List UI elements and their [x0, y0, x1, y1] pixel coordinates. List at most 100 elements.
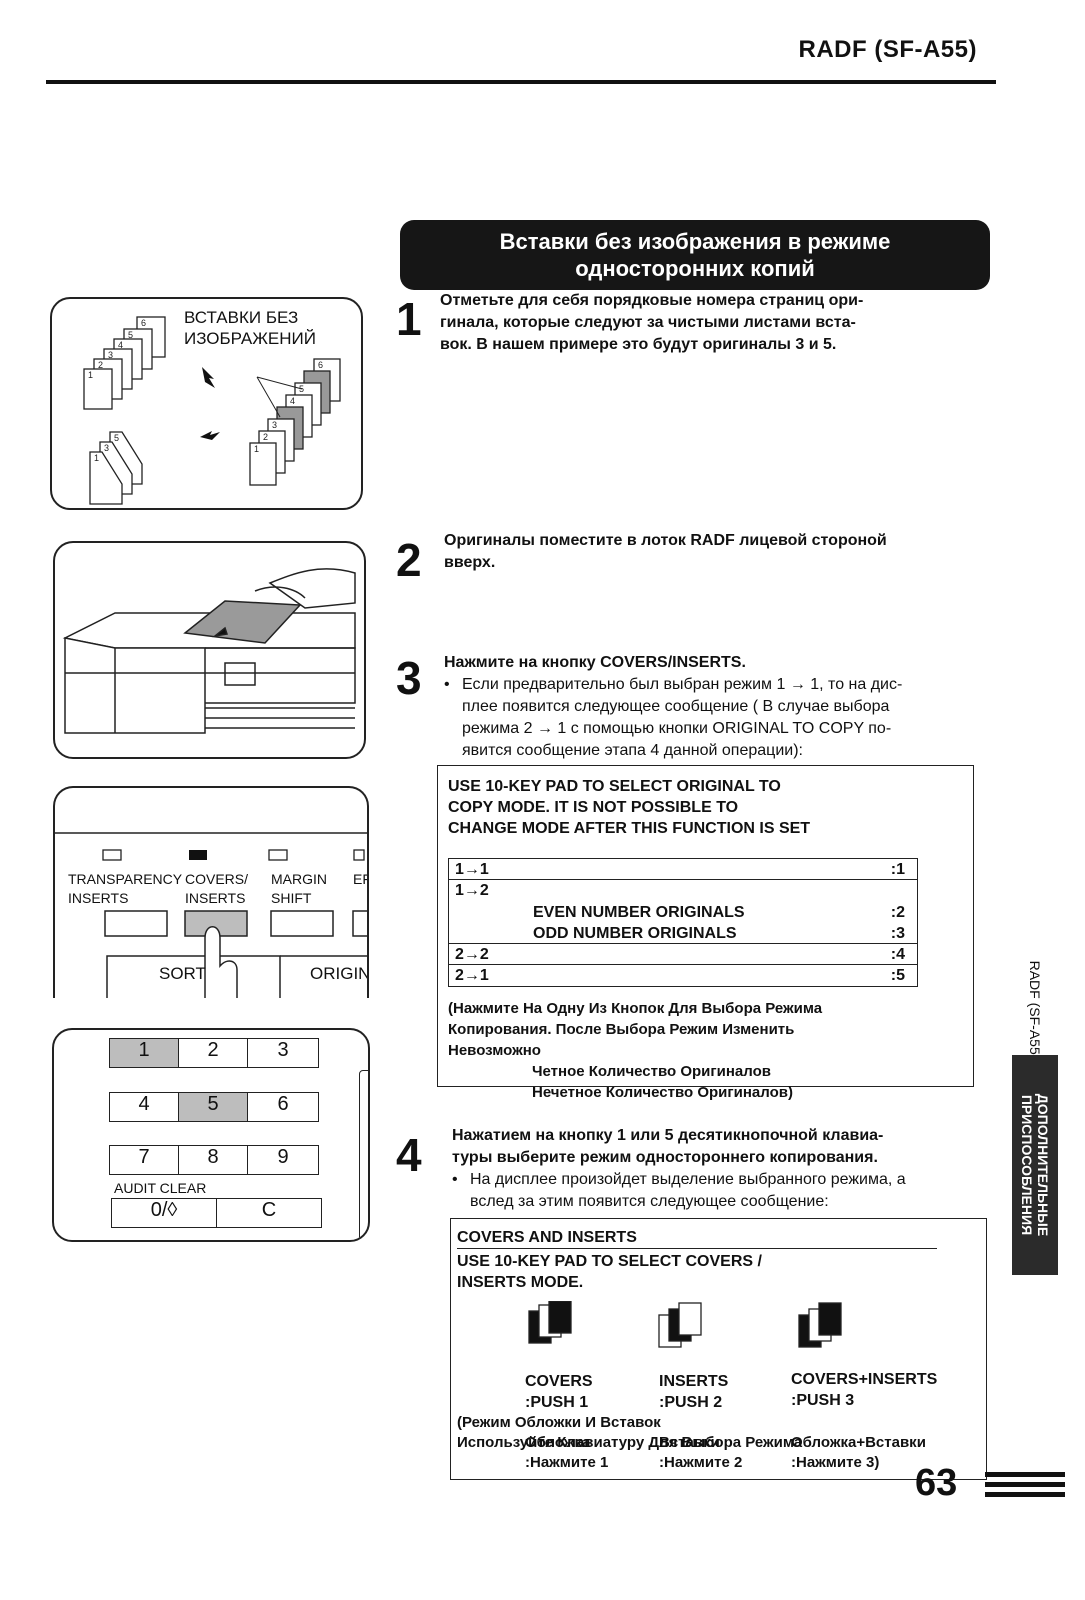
- keypad-key-9: 9: [247, 1145, 319, 1175]
- page-label: 2: [263, 432, 268, 442]
- option-inserts: INSERTS:PUSH 2: [659, 1373, 729, 1411]
- display-line: USE 10-KEY PAD TO SELECT ORIGINAL TO: [448, 778, 781, 795]
- step-2-line: вверх.: [444, 554, 496, 571]
- keypad-key-zero: 0/◊: [111, 1198, 217, 1228]
- step-3-heading: Нажмите на кнопку COVERS/INSERTS.: [444, 654, 746, 671]
- step-2-number: 2: [396, 534, 422, 586]
- page-label: 5: [128, 330, 133, 340]
- step-2-text: Оригиналы поместите в лоток RADF лицевой…: [444, 530, 989, 574]
- panel-sort-label: SORT: [159, 964, 206, 983]
- keypad-key-4: 4: [109, 1092, 179, 1122]
- keypad-key-1: 1: [109, 1038, 179, 1068]
- result-stack: 6 5 4 3 2 1: [249, 358, 341, 486]
- step-3-bullet-line: явится сообщение этапа 4 данной операции…: [462, 742, 803, 759]
- radf-drawing: [62, 568, 356, 734]
- keypad-key-6: 6: [247, 1092, 319, 1122]
- keypad-key-5: 5: [178, 1092, 248, 1122]
- step-4-bullet-line: На дисплее произойдет выделение выбранно…: [470, 1171, 906, 1188]
- step-1-number: 1: [396, 293, 422, 345]
- display-translation: (Нажмите На Одну Из Кнопок Для Выбора Ре…: [448, 1000, 823, 1101]
- page-label: 2: [98, 360, 103, 370]
- page-number-bar: [985, 1482, 1065, 1487]
- step-3-text: Нажмите на кнопку COVERS/INSERTS. • Если…: [444, 652, 989, 762]
- panel-origin-label: ORIGIN: [310, 964, 369, 983]
- page-label: 3: [104, 443, 109, 453]
- illustration-keypad: 1 2 3 4 5 6 7 8 9 AUDIT CLEAR 0/◊ C: [52, 1028, 370, 1242]
- section-banner: Вставки без изображения в режиме односто…: [400, 220, 990, 290]
- page-label: 4: [290, 396, 295, 406]
- section-title-line1: Вставки без изображения в режиме: [499, 229, 891, 254]
- step-4-bullet: • На дисплее произойдет выделение выбран…: [452, 1169, 992, 1213]
- option-covers-inserts: COVERS+INSERTS:PUSH 3: [791, 1371, 938, 1409]
- page-label: 6: [141, 318, 146, 328]
- step-1-line: вок. В нашем примере это будут оригиналы…: [440, 336, 837, 353]
- step-3-bullet: • Если предварительно был выбран режим 1…: [444, 674, 989, 762]
- illustration-blank-inserts: ВСТАВКИ БЕЗ ИЗОБРАЖЕНИЙ 6 5 4 3 2 1 5 3 …: [50, 297, 363, 510]
- keypad-key-3: 3: [247, 1038, 319, 1068]
- illustration-label: ВСТАВКИ БЕЗ ИЗОБРАЖЕНИЙ: [184, 307, 316, 349]
- step-1-text: Отметьте для себя порядковые номера стра…: [440, 290, 985, 356]
- page-label: 3: [108, 350, 113, 360]
- illustration-label-line1: ВСТАВКИ БЕЗ: [184, 308, 299, 327]
- mode-row: 1→1:1: [449, 859, 917, 880]
- display2-translation: (Режим Обложки И Вставок Используйте Кла…: [457, 1414, 803, 1451]
- display-title: COVERS AND INSERTS: [457, 1227, 937, 1249]
- step-4-text: Нажатием на кнопку 1 или 5 десятикнопочн…: [452, 1125, 992, 1213]
- mode-row: 1→2 EVEN NUMBER ORIGINALS:2 ODD NUMBER O…: [449, 880, 917, 944]
- display-message-original-mode: USE 10-KEY PAD TO SELECT ORIGINAL TO COP…: [437, 765, 974, 1101]
- illustration-radf-loading: [53, 541, 366, 759]
- page-number-bar: [985, 1472, 1065, 1477]
- audit-clear-label: AUDIT CLEAR: [114, 1180, 207, 1196]
- panel-button-covers-inserts: COVERS/INSERTS: [185, 871, 249, 906]
- option-covers: COVERS:PUSH 1: [525, 1373, 593, 1411]
- step-2-line: Оригиналы поместите в лоток RADF лицевой…: [444, 532, 887, 549]
- step-1-line: Отметьте для себя порядковые номера стра…: [440, 292, 864, 309]
- mode-row: 2→2:4: [449, 944, 917, 965]
- display-line: COPY MODE. IT IS NOT POSSIBLE TO: [448, 799, 739, 816]
- arrow-icon: [200, 431, 220, 441]
- step-4-heading-line: туры выберите режим одностороннего копир…: [452, 1149, 878, 1166]
- step-3-bullet-line: Если предварительно был выбран режим 1 →…: [462, 676, 903, 693]
- page-label: 3: [272, 420, 277, 430]
- translation-option-1: Обложка:Нажмите 1: [525, 1434, 609, 1471]
- finger-icon: [204, 926, 238, 998]
- original-stack-a: 6 5 4 3 2 1: [83, 316, 166, 410]
- display-lines: USE 10-KEY PAD TO SELECT COVERS / INSERT…: [457, 1253, 762, 1291]
- page-number: 63: [915, 1462, 958, 1504]
- keypad-key-7: 7: [109, 1145, 179, 1175]
- side-chapter-tab-text: ДОПОЛНИТЕЛЬНЫЕ ПРИСПОСОБЛЕНИЯ: [1019, 1093, 1051, 1237]
- section-title-line2: односторонних копий: [575, 256, 815, 281]
- keypad-key-8: 8: [178, 1145, 248, 1175]
- side-chapter-tab: [1012, 1055, 1058, 1275]
- panel-button-ef: EF: [353, 871, 367, 887]
- page-number-bar: [985, 1492, 1065, 1497]
- keypad-side-edge: [359, 1070, 368, 1240]
- page-label: 1: [254, 444, 259, 454]
- original-stack-b: 5 3 1: [89, 431, 143, 505]
- step-4-number: 4: [396, 1129, 422, 1181]
- step-4-bullet-line: вслед за этим появится следующее сообщен…: [470, 1193, 829, 1210]
- header-rule: [46, 80, 996, 84]
- header-title: RADF (SF-A55): [798, 36, 977, 63]
- page-label: 4: [118, 340, 123, 350]
- page-label: 1: [94, 453, 99, 463]
- covers-inserts-icons: [528, 1301, 842, 1348]
- step-1-line: гинала, которые следуют за чистыми листа…: [440, 314, 856, 331]
- display-message-covers-inserts: COVERS AND INSERTS USE 10-KEY PAD TO SEL…: [450, 1218, 987, 1480]
- page-label: 6: [318, 360, 323, 370]
- pages-diagram: 6 5 4 3 2 1 5 3 1 6 5 4 3 2 1: [83, 316, 341, 505]
- page-label: 1: [88, 370, 93, 380]
- step-4-heading-line: Нажатием на кнопку 1 или 5 десятикнопочн…: [452, 1127, 884, 1144]
- copy-mode-table: 1→1:1 1→2 EVEN NUMBER ORIGINALS:2 ODD NU…: [448, 858, 918, 987]
- side-model-label: RADF (SF-A55): [1027, 960, 1043, 1060]
- step-3-number: 3: [396, 652, 422, 704]
- illustration-label-line2: ИЗОБРАЖЕНИЙ: [184, 329, 316, 348]
- page-label: 5: [114, 433, 119, 443]
- mode-row: 2→1:5: [455, 967, 905, 984]
- keypad-key-clear: C: [216, 1198, 322, 1228]
- step-3-bullet-line: плее появится следующее сообщение ( В сл…: [462, 698, 890, 715]
- display-line: CHANGE MODE AFTER THIS FUNCTION IS SET: [448, 820, 811, 837]
